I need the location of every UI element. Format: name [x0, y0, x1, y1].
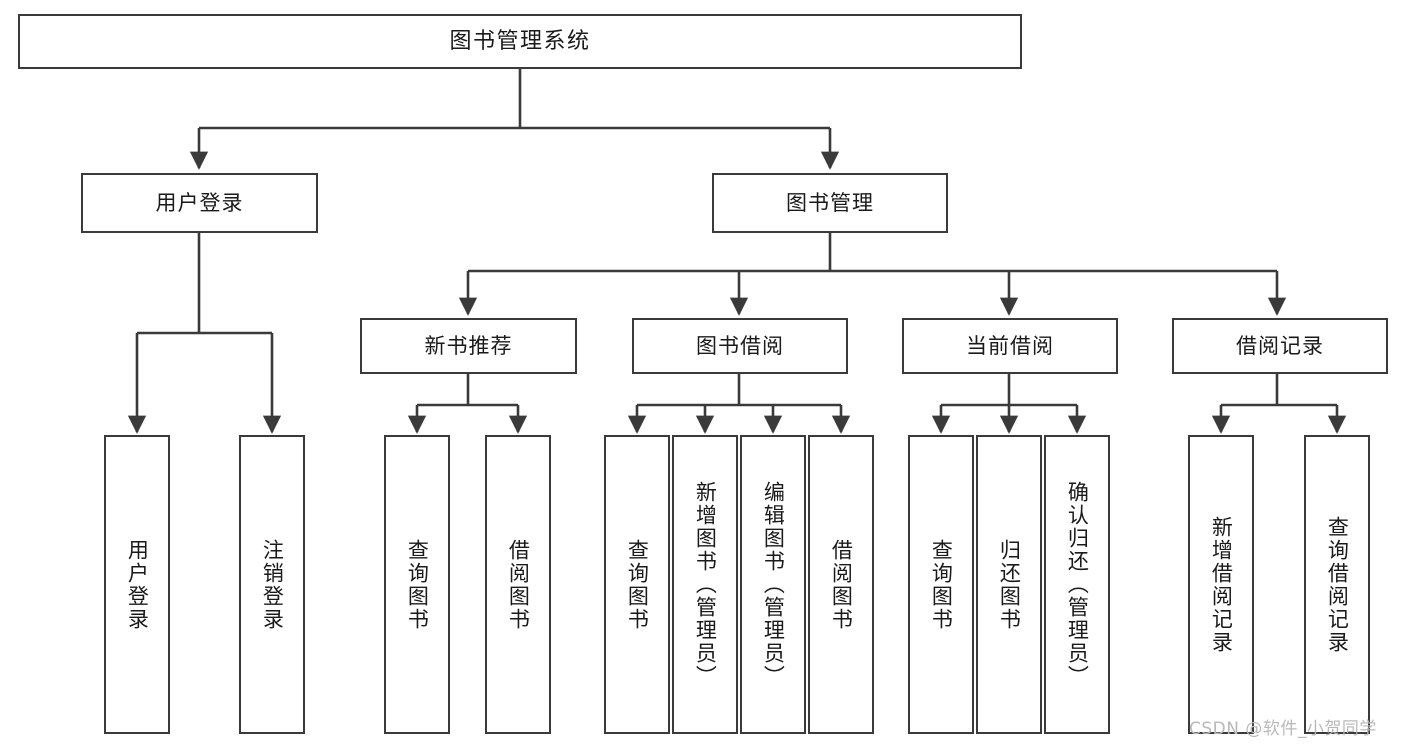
- node-label: 图书管理系统: [449, 28, 591, 54]
- node-leaf-borrow-book-borrow[interactable]: 借阅图书: [808, 435, 874, 734]
- node-book-management[interactable]: 图书管理: [712, 173, 948, 233]
- node-leaf-add-borrow-record[interactable]: 新增借阅记录: [1188, 435, 1254, 734]
- node-book-borrow[interactable]: 图书借阅: [632, 318, 848, 374]
- node-label: 确认归还（管理员）: [1065, 481, 1090, 688]
- node-leaf-edit-book-admin[interactable]: 编辑图书（管理员）: [740, 435, 806, 734]
- node-label: 新书推荐: [424, 333, 513, 358]
- node-label: 新增图书（管理员）: [693, 481, 718, 688]
- node-label: 查询图书: [625, 538, 650, 631]
- node-label: 归还图书: [997, 538, 1022, 631]
- node-current-borrow[interactable]: 当前借阅: [902, 318, 1118, 374]
- node-leaf-confirm-return-admin[interactable]: 确认归还（管理员）: [1044, 435, 1110, 734]
- node-borrow-record[interactable]: 借阅记录: [1172, 318, 1388, 374]
- node-user-login[interactable]: 用户登录: [81, 173, 318, 233]
- node-leaf-query-book-borrow[interactable]: 查询图书: [604, 435, 670, 734]
- node-label: 新增借阅记录: [1209, 515, 1234, 654]
- node-new-book-recommend[interactable]: 新书推荐: [360, 318, 577, 374]
- node-leaf-add-book-admin[interactable]: 新增图书（管理员）: [672, 435, 738, 734]
- node-label: 当前借阅: [966, 333, 1054, 358]
- node-label: 编辑图书（管理员）: [761, 481, 786, 688]
- node-label: 查询借阅记录: [1325, 515, 1350, 654]
- node-label: 用户登录: [155, 190, 244, 215]
- node-label: 借阅图书: [506, 538, 531, 631]
- node-label: 借阅图书: [829, 538, 854, 631]
- node-leaf-borrow-book-recommend[interactable]: 借阅图书: [485, 435, 551, 734]
- csdn-watermark: CSDN @软件_小贺同学: [1189, 719, 1377, 739]
- node-leaf-logout-login[interactable]: 注销登录: [239, 435, 305, 734]
- node-leaf-query-book-current[interactable]: 查询图书: [908, 435, 974, 734]
- node-label: 图书借阅: [696, 333, 784, 358]
- node-leaf-query-book-recommend[interactable]: 查询图书: [384, 435, 450, 734]
- node-label: 借阅记录: [1236, 333, 1324, 358]
- node-label: 注销登录: [260, 538, 285, 631]
- node-label: 查询图书: [929, 538, 954, 631]
- node-leaf-query-borrow-record[interactable]: 查询借阅记录: [1304, 435, 1370, 734]
- node-label: 查询图书: [405, 538, 430, 631]
- node-leaf-return-book[interactable]: 归还图书: [976, 435, 1042, 734]
- node-leaf-user-login[interactable]: 用户登录: [104, 435, 170, 734]
- node-label: 图书管理: [786, 190, 874, 215]
- node-root-book-management-system[interactable]: 图书管理系统: [18, 14, 1022, 69]
- node-label: 用户登录: [125, 538, 150, 631]
